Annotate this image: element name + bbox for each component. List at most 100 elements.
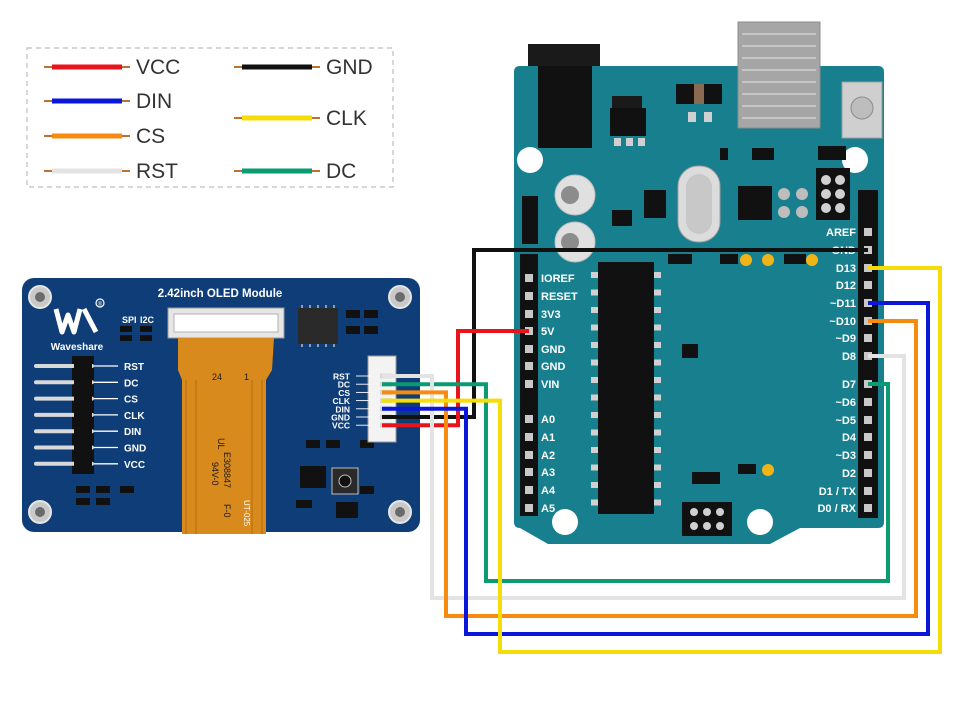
wire-vcc — [382, 329, 529, 428]
fpc-rating: 94V-0 — [210, 462, 220, 486]
header-pin — [525, 380, 533, 388]
oled-pin-label: RST — [124, 362, 144, 373]
pin-housing — [74, 408, 92, 421]
chip-pin — [654, 359, 661, 366]
oled-driver-chip — [298, 308, 338, 344]
pin-housing — [74, 425, 92, 438]
icsp-header-bottom — [682, 502, 732, 536]
chip-pin — [591, 289, 598, 296]
arduino-pin-label: ~D11 — [830, 298, 856, 310]
wire-din — [382, 301, 930, 636]
header-pin — [864, 504, 872, 512]
oled-connector-label: CS — [338, 388, 350, 398]
arduino-pin-label: D7 — [842, 379, 856, 391]
oled-module: 2.42inch OLED Module ® Waveshare SPI I2C… — [22, 278, 420, 534]
legend-label: VCC — [136, 56, 180, 79]
legend-label: CLK — [326, 107, 367, 130]
pin-housing — [74, 441, 92, 454]
legend-item-cs: CS — [44, 125, 165, 148]
legend-item-din: DIN — [44, 90, 172, 113]
header-pin — [525, 362, 533, 370]
arduino-pin-label: D0 / RX — [817, 503, 856, 515]
arduino-pin-label: GND — [541, 344, 566, 356]
chip-pin — [591, 307, 598, 313]
legend-label: RST — [136, 160, 178, 183]
arduino-pin-label: A0 — [541, 414, 555, 426]
chip-pin — [591, 324, 598, 331]
arduino-pin-label: GND — [541, 361, 566, 373]
fpc-label-1: 1 — [244, 372, 249, 382]
wire-cs — [382, 319, 918, 618]
header-pin — [864, 281, 872, 289]
header-pin — [525, 504, 533, 512]
fpc-label-24: 24 — [212, 372, 222, 382]
oled-pin-label: CLK — [124, 411, 145, 422]
oled-connector-label: DIN — [335, 404, 350, 414]
legend-label: DIN — [136, 90, 172, 113]
arduino-mount-hole — [747, 509, 773, 535]
arduino-pin-label: 5V — [541, 326, 555, 338]
legend-label: GND — [326, 56, 373, 79]
power-jack — [528, 44, 600, 66]
legend-item-gnd: GND — [234, 56, 373, 79]
header-pin — [864, 469, 872, 477]
header-pin — [525, 310, 533, 318]
arduino-pin-label: D4 — [842, 432, 857, 444]
legend-item-clk: CLK — [234, 107, 367, 130]
legend-item-vcc: VCC — [44, 56, 180, 79]
atmega-chip — [598, 262, 654, 514]
chip-pin — [654, 342, 661, 348]
arduino-pin-label: VIN — [541, 379, 559, 391]
pin-housing — [74, 376, 92, 389]
legend-item-rst: RST — [44, 160, 178, 183]
oled-pin-label: GND — [124, 444, 146, 455]
legend-label: CS — [136, 125, 165, 148]
wire-dc — [382, 382, 890, 583]
arduino-pin-label: A3 — [541, 467, 555, 479]
chip-pin — [654, 307, 661, 313]
oled-connector-label: VCC — [332, 421, 350, 431]
arduino-pin-label: ~D5 — [836, 415, 857, 427]
wire-rst — [382, 354, 906, 600]
header-pin — [864, 398, 872, 406]
chip-pin — [591, 482, 598, 488]
arduino-pin-label: ~D6 — [836, 397, 857, 409]
oled-pin-label: CS — [124, 395, 138, 406]
header-pin — [864, 487, 872, 495]
oled-connector-label: CLK — [333, 396, 351, 406]
chip-pin — [591, 464, 598, 471]
led — [806, 254, 818, 266]
wires — [382, 248, 942, 654]
chip-pin — [591, 272, 598, 278]
chip-pin — [654, 482, 661, 488]
arduino-pin-label: ~D3 — [836, 450, 857, 462]
chip-pin — [591, 429, 598, 436]
pin-housing — [74, 457, 92, 470]
chip-pin — [591, 342, 598, 348]
header-pin — [525, 345, 533, 353]
power-jack-body — [538, 66, 592, 148]
arduino-pin-label: A1 — [541, 432, 555, 444]
chip-pin — [654, 324, 661, 331]
chip-pin — [654, 447, 661, 453]
led — [762, 254, 774, 266]
wire-clk — [382, 266, 942, 654]
arduino-mount-hole — [517, 147, 543, 173]
chip-pin — [654, 272, 661, 278]
chip-pin — [591, 499, 598, 506]
arduino-pin-label: D12 — [836, 280, 856, 292]
arduino-pin-label: D2 — [842, 468, 856, 480]
arduino-pin-label: 3V3 — [541, 309, 561, 321]
waveshare-logo-icon — [53, 298, 105, 335]
chip-pin — [654, 289, 661, 296]
fpc-ribbon — [178, 338, 274, 534]
header-pin — [864, 433, 872, 441]
arduino-mount-hole — [842, 147, 868, 173]
arduino-pin-label: D13 — [836, 263, 856, 275]
chip-pin — [654, 377, 661, 383]
oled-pin-label: VCC — [124, 460, 145, 471]
arduino-pin-label: D8 — [842, 351, 856, 363]
